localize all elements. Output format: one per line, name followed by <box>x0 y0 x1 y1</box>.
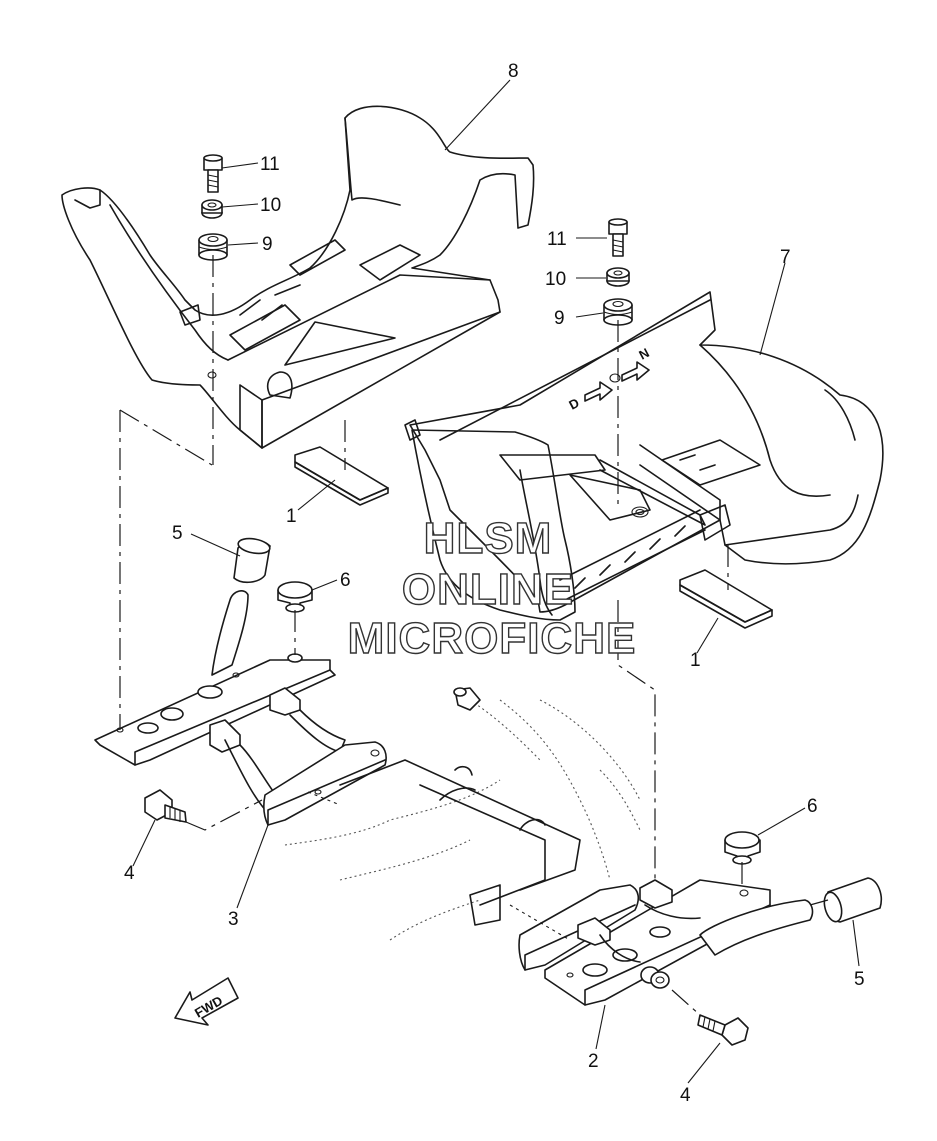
assembly-lines <box>119 255 829 1016</box>
callout-11-left: 11 <box>260 154 280 175</box>
bolt-part-11-left <box>203 154 223 193</box>
left-footrest-part-8 <box>61 105 535 449</box>
callout-1-right: 1 <box>690 650 701 671</box>
cap-part-5-left <box>233 537 271 584</box>
callout-8: 8 <box>508 61 519 82</box>
collar-part-10-right <box>606 267 630 287</box>
watermark-line-2: ONLINE <box>402 565 574 614</box>
bolt-part-4-left <box>144 789 187 823</box>
watermark: HLSM ONLINE MICROFICHE <box>347 513 637 663</box>
callout-4-right: 4 <box>680 1085 691 1106</box>
callout-5-left: 5 <box>172 523 183 544</box>
callout-6-right: 6 <box>807 796 818 817</box>
pad-right-part-1 <box>679 569 773 629</box>
callout-labels: 8 11 10 9 11 10 9 7 1 1 5 6 4 3 6 5 2 4 <box>124 61 865 1106</box>
right-footrest-part-7: D N <box>404 291 884 621</box>
callout-9-right: 9 <box>554 308 565 329</box>
callout-4-left: 4 <box>124 863 135 884</box>
collar-part-6-left <box>277 581 313 613</box>
cap-part-5-right <box>823 877 883 923</box>
callout-6-left: 6 <box>340 570 351 591</box>
callout-1-left: 1 <box>286 506 297 527</box>
collar-part-10-left <box>201 199 223 219</box>
fwd-arrow-icon: FWD <box>174 977 239 1026</box>
callout-7: 7 <box>780 247 791 268</box>
bolt-part-11-right <box>608 218 628 257</box>
frame-outline <box>284 687 641 941</box>
callout-11-right: 11 <box>547 229 567 250</box>
collar-part-6-right <box>724 831 761 865</box>
callout-5-right: 5 <box>854 969 865 990</box>
watermark-line-3: MICROFICHE <box>348 614 637 663</box>
bolt-part-4-right <box>697 1014 749 1046</box>
watermark-line-1: HLSM <box>424 514 553 563</box>
pad-left-part-1 <box>294 446 389 506</box>
leader-lines <box>132 79 860 1084</box>
callout-2: 2 <box>588 1051 599 1072</box>
bracket-right-part-2 <box>518 879 814 1006</box>
callout-10-right: 10 <box>545 269 566 290</box>
callout-9-left: 9 <box>262 234 273 255</box>
bracket-left-part-3 <box>94 590 387 826</box>
callout-10-left: 10 <box>260 195 281 216</box>
callout-3: 3 <box>228 909 239 930</box>
